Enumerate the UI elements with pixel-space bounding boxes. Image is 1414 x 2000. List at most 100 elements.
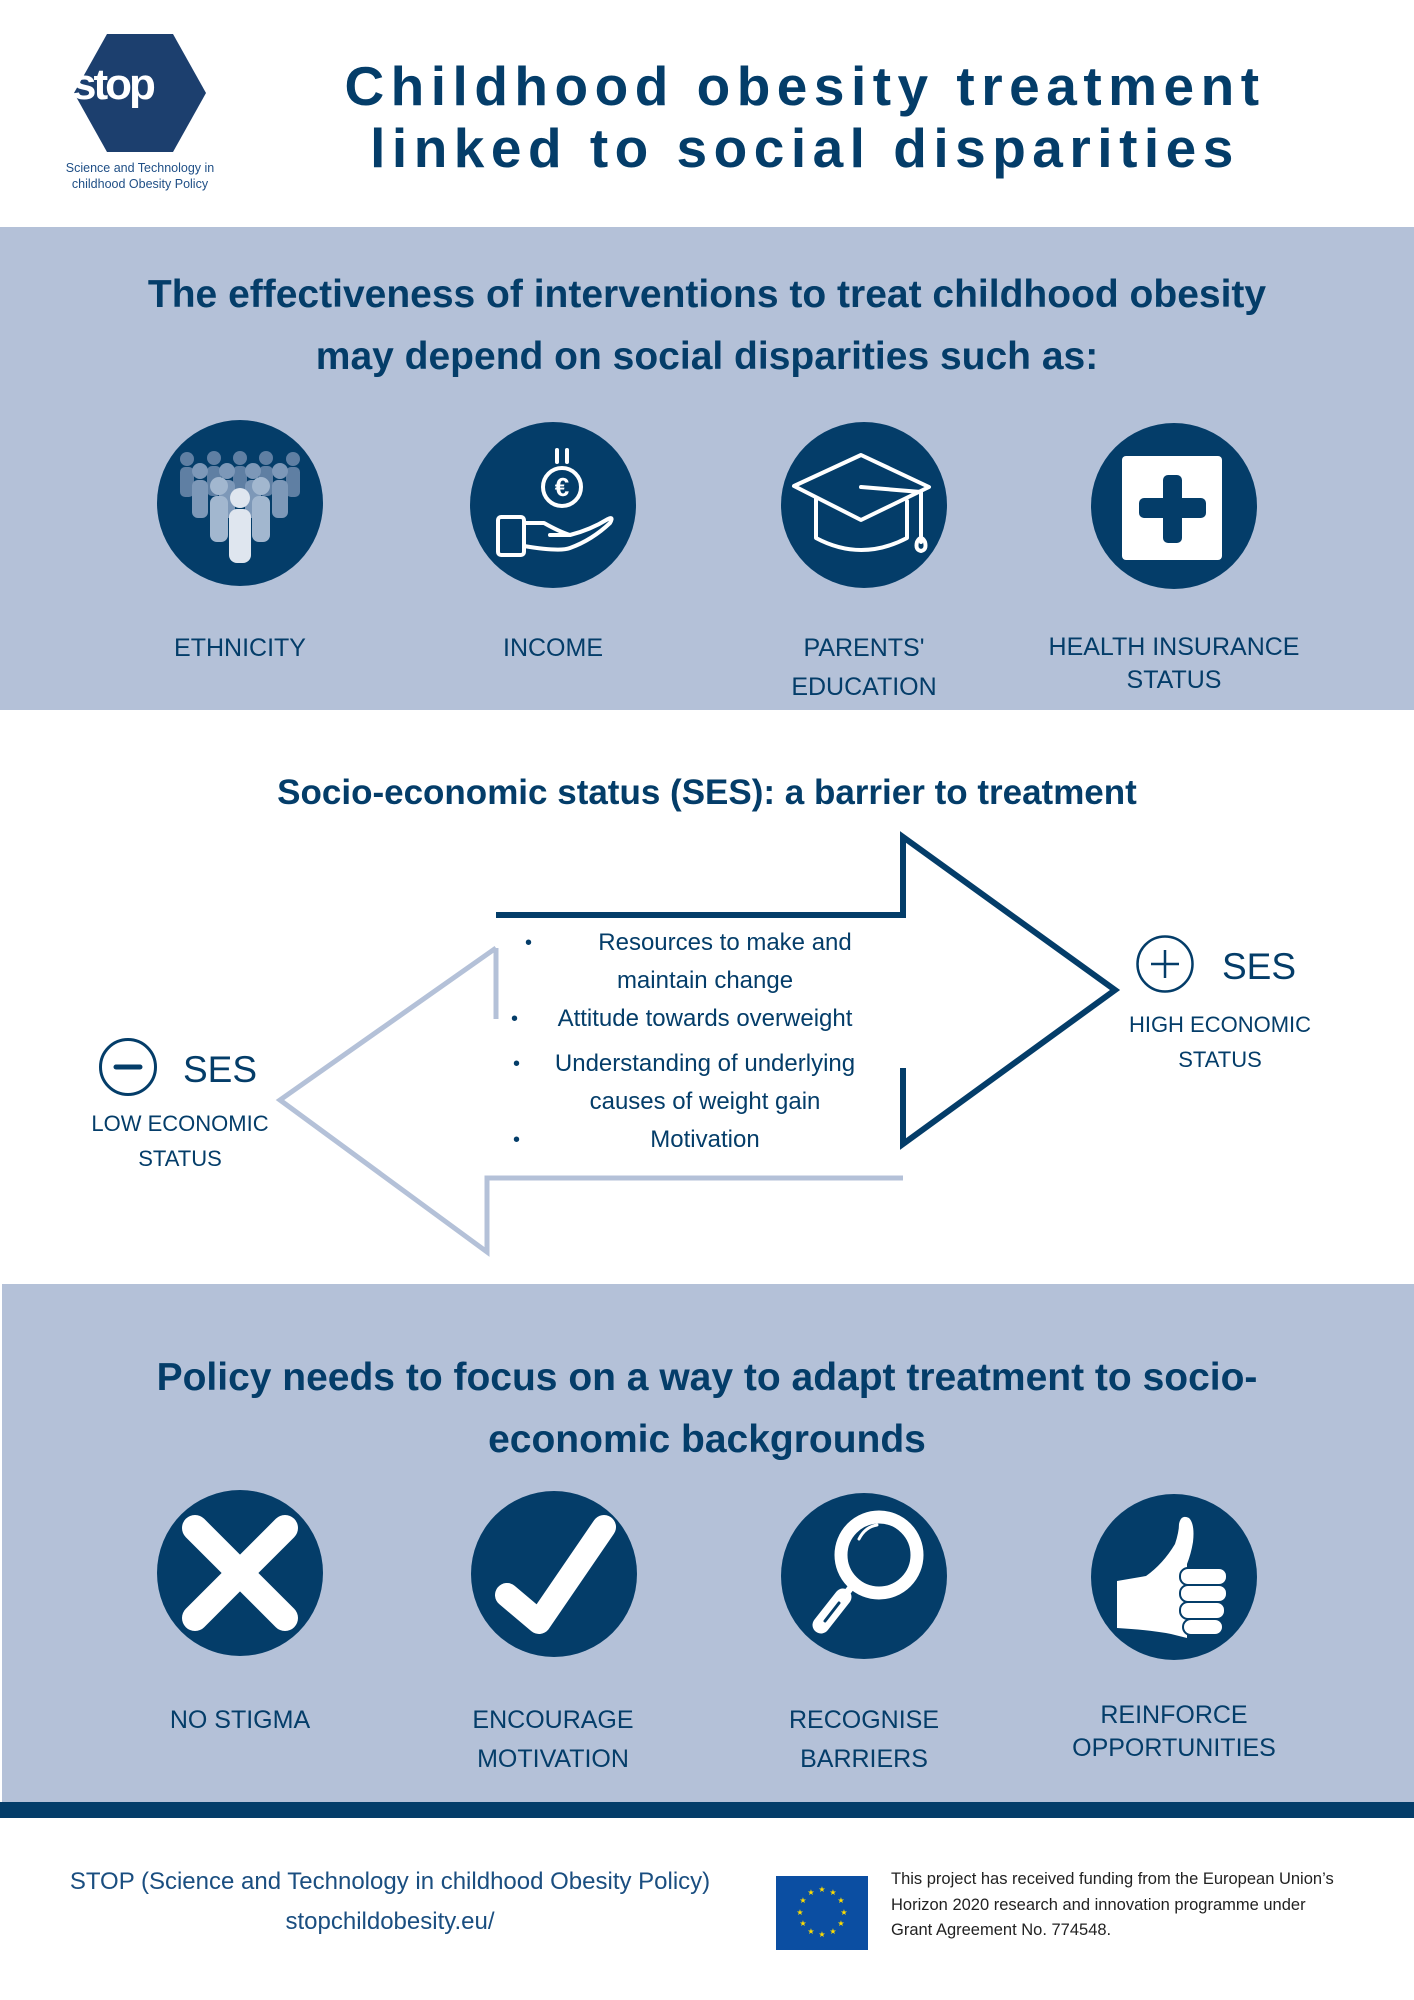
encourage-motivation-icon-circle — [471, 1491, 637, 1657]
health-insurance-label-line2: STATUS — [1126, 666, 1222, 694]
svg-text:★: ★ — [818, 1885, 825, 1894]
footer-website-link[interactable]: stopchildobesity.eu/ — [285, 1908, 495, 1935]
footer-project-name: STOP (Science and Technology in childhoo… — [69, 1868, 711, 1895]
ethnicity-icon-circle — [157, 420, 323, 586]
svg-text:★: ★ — [837, 1919, 844, 1928]
ses-factor-item: • Motivation — [505, 1121, 905, 1159]
education-label-line1: PARENTS' — [803, 634, 925, 662]
svg-text:★: ★ — [829, 1888, 836, 1897]
recognise-barriers-icon-circle — [781, 1493, 947, 1659]
high-status-line2: STATUS — [1178, 1047, 1262, 1072]
factor-line: causes of weight gain — [589, 1088, 821, 1115]
no-stigma-label: NO STIGMA — [110, 1701, 370, 1740]
ses-factor-list: • Resources to make and maintain change … — [505, 924, 905, 1159]
disparities-heading: The effectiveness of interventions to tr… — [60, 264, 1354, 388]
factor-line: Motivation — [650, 1126, 760, 1153]
hand-euro-coin-icon: € — [496, 448, 614, 557]
disparities-heading-line1: The effectiveness of interventions to tr… — [147, 273, 1267, 316]
svg-text:★: ★ — [829, 1927, 836, 1936]
eu-flag-icon: ★★★ ★★★ ★★★ ★★★ — [776, 1876, 868, 1950]
encourage-label-line2: MOTIVATION — [477, 1745, 629, 1773]
checkmark-icon — [495, 1515, 616, 1634]
health-insurance-icon-circle — [1091, 423, 1257, 589]
reinforce-label-line1: REINFORCE — [1100, 1701, 1248, 1729]
low-status-line1: LOW ECONOMIC — [91, 1111, 269, 1136]
logo-tagline-line2: childhood Obesity Policy — [71, 177, 209, 191]
ses-factor-item: • Attitude towards overweight — [505, 1000, 905, 1038]
recognise-label-line1: RECOGNISE — [788, 1706, 940, 1734]
ses-heading: Socio-economic status (SES): a barrier t… — [277, 773, 1137, 812]
funding-statement: This project has received funding from t… — [891, 1867, 1391, 1944]
education-label: PARENTS' EDUCATION — [734, 629, 994, 707]
plus-circle-icon — [1136, 935, 1194, 993]
encourage-label-line1: ENCOURAGE — [472, 1706, 634, 1734]
factor-line: maintain change — [616, 967, 794, 994]
logo-wordmark: stop — [72, 60, 156, 109]
funding-line3: Grant Agreement No. 774548. — [891, 1921, 1112, 1939]
ses-arrows-diagram — [275, 831, 1121, 1257]
factor-line: Resources to make and — [598, 929, 852, 956]
factor-line: Understanding of underlying — [554, 1050, 856, 1077]
svg-text:★: ★ — [799, 1919, 806, 1928]
education-icon-circle — [781, 422, 947, 588]
medical-cross-icon — [1122, 456, 1222, 560]
svg-text:€: € — [555, 472, 569, 502]
svg-text:★: ★ — [818, 1930, 825, 1939]
no-stigma-icon-circle — [157, 1490, 323, 1656]
svg-text:★: ★ — [807, 1927, 814, 1936]
high-status-line1: HIGH ECONOMIC — [1128, 1012, 1312, 1037]
bullet-icon: • — [511, 1008, 519, 1030]
ethnicity-label: ETHNICITY — [110, 629, 370, 668]
ses-factor-item: • Understanding of underlying causes of … — [505, 1045, 905, 1121]
ethnicity-label-text: ETHNICITY — [174, 634, 306, 662]
high-economic-status-label: HIGH ECONOMIC STATUS — [1110, 1007, 1330, 1077]
reinforce-label-line2: OPPORTUNITIES — [1072, 1734, 1276, 1762]
funding-line1: This project has received funding from t… — [891, 1870, 1334, 1888]
factor-line: Attitude towards overweight — [557, 1005, 853, 1032]
x-mark-icon — [182, 1515, 298, 1631]
page-title: Childhood obesity treatment linked to so… — [300, 55, 1310, 179]
title-line1: Childhood obesity treatment — [344, 55, 1266, 117]
magnifying-glass-icon — [812, 1510, 924, 1634]
health-insurance-label-line1: HEALTH INSURANCE — [1048, 633, 1300, 661]
svg-text:★: ★ — [807, 1888, 814, 1897]
income-icon-circle: € — [470, 422, 636, 588]
people-group-icon — [180, 451, 300, 563]
low-status-line2: STATUS — [138, 1146, 222, 1171]
svg-text:★: ★ — [840, 1908, 847, 1917]
no-stigma-label-text: NO STIGMA — [169, 1706, 311, 1734]
reinforce-opportunities-label: REINFORCE OPPORTUNITIES — [1044, 1699, 1304, 1765]
thumbs-up-icon — [1117, 1516, 1228, 1638]
reinforce-opportunities-icon-circle — [1091, 1494, 1257, 1660]
footer-project-info: STOP (Science and Technology in childhoo… — [40, 1862, 740, 1942]
low-ses-tag: SES — [183, 1049, 258, 1090]
encourage-motivation-label: ENCOURAGE MOTIVATION — [423, 1701, 683, 1779]
hexagon-logo-icon — [74, 34, 206, 152]
footer-divider — [0, 1802, 1414, 1818]
policy-heading: Policy needs to focus on a way to adapt … — [60, 1347, 1354, 1471]
policy-heading-line1: Policy needs to focus on a way to adapt … — [156, 1356, 1258, 1399]
logo-tagline-line1: Science and Technology in — [65, 161, 215, 175]
bullet-icon: • — [513, 1053, 521, 1075]
logo-tagline: Science and Technology in childhood Obes… — [48, 160, 232, 192]
title-line2: linked to social disparities — [370, 117, 1240, 179]
minus-circle-icon — [99, 1038, 157, 1096]
bullet-icon: • — [525, 932, 533, 954]
recognise-label-line2: BARRIERS — [800, 1745, 928, 1773]
svg-text:★: ★ — [799, 1896, 806, 1905]
svg-text:★: ★ — [796, 1908, 803, 1917]
bullet-icon: • — [513, 1129, 521, 1151]
low-economic-status-label: LOW ECONOMIC STATUS — [70, 1106, 290, 1176]
high-ses-tag: SES — [1222, 946, 1297, 987]
policy-heading-line2: economic backgrounds — [488, 1418, 926, 1461]
right-arrow-shape — [496, 831, 1121, 1150]
disparities-heading-line2: may depend on social disparities such as… — [315, 335, 1099, 378]
income-label-text: INCOME — [503, 634, 603, 662]
income-label: INCOME — [423, 629, 683, 668]
recognise-barriers-label: RECOGNISE BARRIERS — [734, 1701, 994, 1779]
health-insurance-label: HEALTH INSURANCE STATUS — [1034, 631, 1314, 697]
education-label-line2: EDUCATION — [791, 673, 937, 701]
funding-line2: Horizon 2020 research and innovation pro… — [891, 1895, 1306, 1914]
svg-text:★: ★ — [837, 1896, 844, 1905]
graduation-cap-icon — [792, 453, 931, 553]
